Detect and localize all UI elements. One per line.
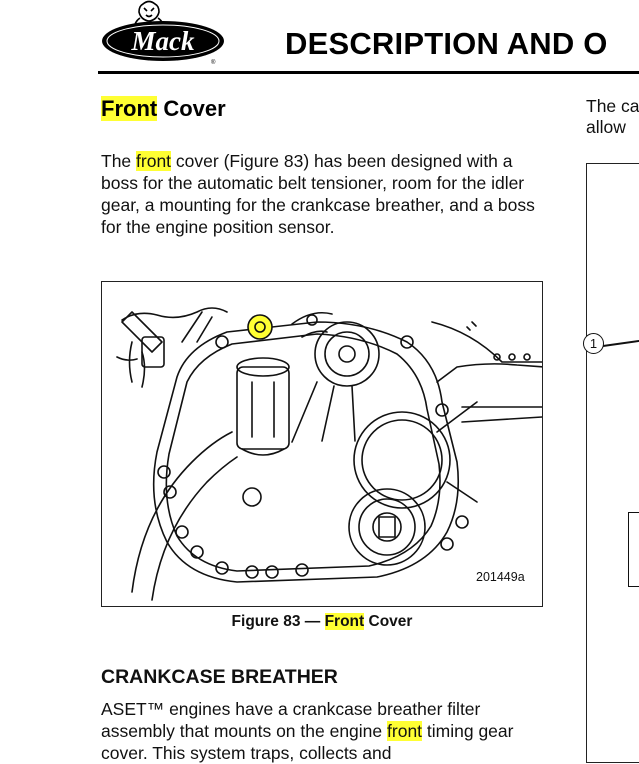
section-title: Front Cover <box>101 96 226 122</box>
header-title: DESCRIPTION AND O <box>285 26 608 61</box>
figure-front-cover <box>101 281 543 607</box>
figure-code: 201449a <box>476 570 525 584</box>
crankcase-prefix: ASET™ engines have a crankcase breather … <box>101 699 481 741</box>
mack-logo: Mack ® <box>100 0 226 68</box>
svg-text:®: ® <box>211 59 216 66</box>
caption-prefix: Figure 83 — <box>231 613 325 630</box>
crankcase-heading: CRANKCASE BREATHER <box>101 666 338 688</box>
para-highlight: front <box>136 151 172 171</box>
para-prefix: The <box>101 151 137 171</box>
title-highlight: Front <box>101 96 158 121</box>
logo-text: Mack <box>131 26 195 56</box>
right-line-1: The ca <box>586 96 639 116</box>
crankcase-highlight: front <box>387 721 423 741</box>
right-figure-detail <box>628 512 639 587</box>
right-column-text: The ca allow <box>586 96 639 138</box>
header-rule <box>98 71 639 74</box>
para-rest: cover (Figure 83) has been designed with… <box>101 151 535 237</box>
callout-number: 1 <box>583 333 604 354</box>
title-rest: Cover <box>157 96 226 121</box>
front-cover-paragraph: The front cover (Figure 83) has been des… <box>101 150 543 238</box>
right-line-2: allow <box>586 117 626 137</box>
crankcase-paragraph: ASET™ engines have a crankcase breather … <box>101 698 546 764</box>
figure-caption: Figure 83 — Front Cover <box>101 613 543 631</box>
caption-highlight: Front <box>324 613 365 630</box>
caption-rest: Cover <box>364 613 413 630</box>
right-figure-frame <box>586 163 639 763</box>
engine-illustration <box>116 307 542 601</box>
